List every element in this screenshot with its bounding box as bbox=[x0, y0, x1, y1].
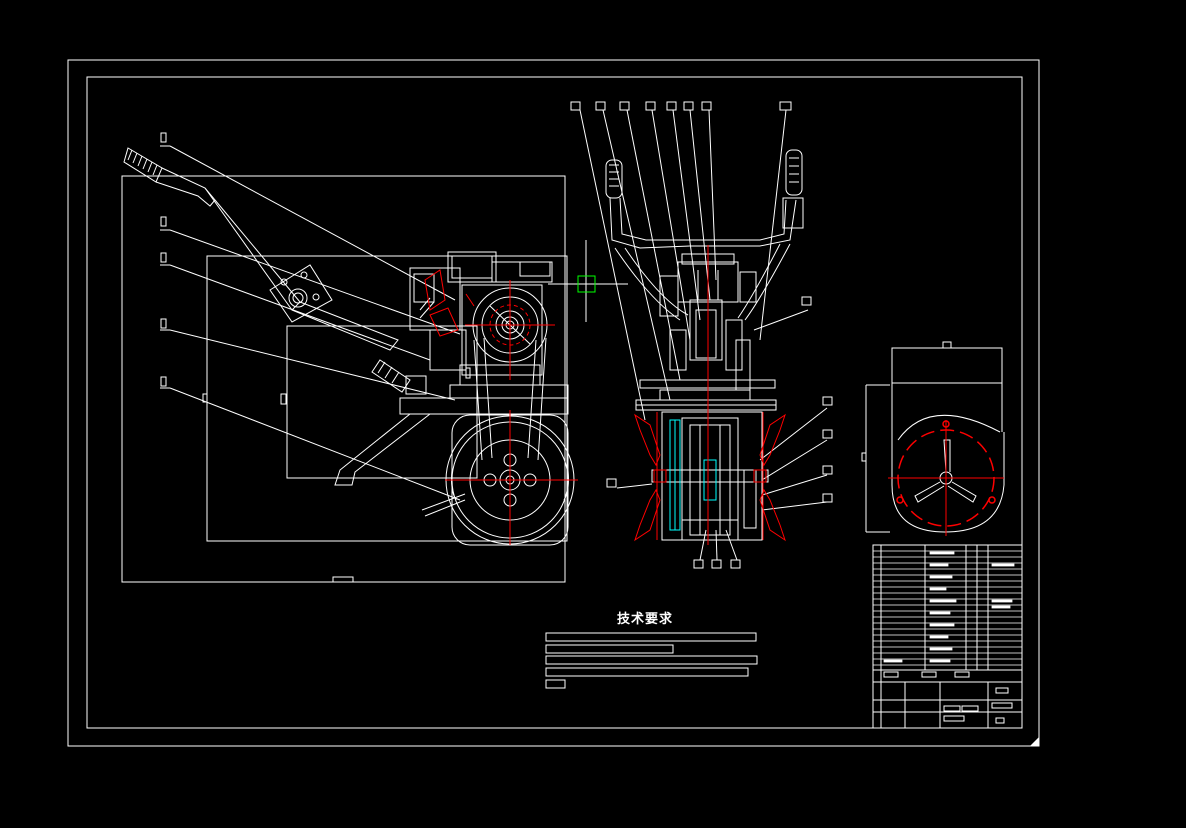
handle-grip bbox=[123, 147, 399, 351]
technical-requirements-title: 技术要求 bbox=[616, 612, 673, 627]
top-view-red-blades bbox=[888, 420, 1004, 536]
side-view-red-details bbox=[424, 269, 578, 545]
parts-list-table bbox=[872, 544, 1023, 729]
cursor-marker bbox=[577, 275, 596, 293]
title-block bbox=[873, 671, 1022, 728]
chassis-frame bbox=[334, 375, 569, 486]
clutch-lever bbox=[269, 264, 411, 393]
sheet-frame bbox=[67, 59, 1040, 747]
drive-belt bbox=[473, 337, 547, 461]
sheet-corner-marker bbox=[1030, 737, 1039, 746]
parts-list-rows bbox=[873, 550, 1022, 666]
left-leader-lines bbox=[160, 132, 461, 501]
front-view-cyan-shaft bbox=[669, 419, 717, 531]
front-view-tines bbox=[634, 245, 786, 545]
front-view-machine bbox=[548, 101, 833, 569]
front-frame bbox=[635, 379, 777, 411]
technical-requirements-lines bbox=[545, 632, 758, 689]
top-view-rotor bbox=[861, 341, 1005, 533]
side-view-machine bbox=[121, 132, 575, 583]
front-handles bbox=[605, 149, 804, 321]
gearbox bbox=[651, 411, 769, 541]
